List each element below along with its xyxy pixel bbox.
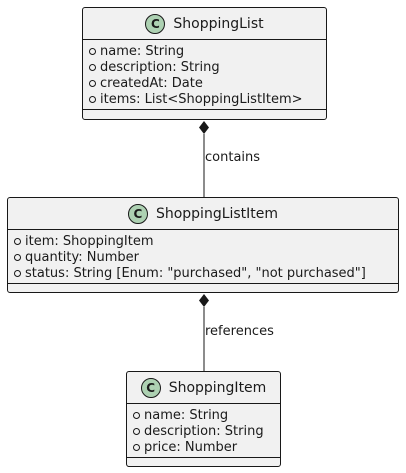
attribute-list: name: String description: String created…: [83, 40, 326, 110]
attribute-list: item: ShoppingItem quantity: Number stat…: [8, 230, 398, 284]
attribute: items: List<ShoppingListItem>: [83, 91, 326, 107]
class-name: ShoppingListItem: [155, 205, 279, 222]
attribute-text: description: String: [100, 59, 220, 75]
attribute-text: createdAt: Date: [100, 75, 203, 91]
attribute: name: String: [83, 43, 326, 59]
relation-label-contains: contains: [205, 150, 261, 165]
attribute: createdAt: Date: [83, 75, 326, 91]
class-header: C ShoppingItem: [127, 372, 280, 404]
public-visibility-icon: [89, 79, 96, 87]
attribute: price: Number: [127, 439, 280, 455]
attribute-text: quantity: Number: [25, 249, 139, 265]
attribute: description: String: [127, 423, 280, 439]
class-shoppinglistitem[interactable]: C ShoppingListItem item: ShoppingItem qu…: [7, 197, 399, 293]
public-visibility-icon: [133, 443, 140, 451]
class-header: C ShoppingList: [83, 8, 326, 40]
attribute-text: name: String: [100, 43, 185, 59]
attribute: name: String: [127, 407, 280, 423]
public-visibility-icon: [89, 47, 96, 55]
public-visibility-icon: [89, 63, 96, 71]
attribute-text: price: Number: [144, 439, 238, 455]
attribute: item: ShoppingItem: [8, 233, 398, 249]
class-name: ShoppingItem: [168, 379, 267, 396]
class-header: C ShoppingListItem: [8, 198, 398, 230]
attribute-text: name: String: [144, 407, 229, 423]
attribute-text: description: String: [144, 423, 264, 439]
public-visibility-icon: [89, 95, 96, 103]
relation-label-references: references: [205, 324, 274, 339]
class-shoppinglist[interactable]: C ShoppingList name: String description:…: [82, 7, 327, 120]
attribute: status: String [Enum: "purchased", "not …: [8, 265, 398, 281]
attribute: quantity: Number: [8, 249, 398, 265]
class-icon: C: [127, 203, 148, 224]
public-visibility-icon: [133, 411, 140, 419]
attribute-text: status: String [Enum: "purchased", "not …: [25, 265, 366, 281]
public-visibility-icon: [14, 253, 21, 261]
attribute-list: name: String description: String price: …: [127, 404, 280, 458]
class-icon: C: [145, 13, 166, 34]
composition-diamond-icon: [199, 121, 209, 134]
attribute-text: item: ShoppingItem: [25, 233, 154, 249]
composition-diamond-icon: [199, 294, 209, 307]
attribute-text: items: List<ShoppingListItem>: [100, 91, 303, 107]
class-icon: C: [140, 377, 161, 398]
class-name: ShoppingList: [173, 15, 264, 32]
class-shoppingitem[interactable]: C ShoppingItem name: String description:…: [126, 371, 281, 467]
public-visibility-icon: [14, 269, 21, 277]
attribute: description: String: [83, 59, 326, 75]
public-visibility-icon: [133, 427, 140, 435]
public-visibility-icon: [14, 237, 21, 245]
